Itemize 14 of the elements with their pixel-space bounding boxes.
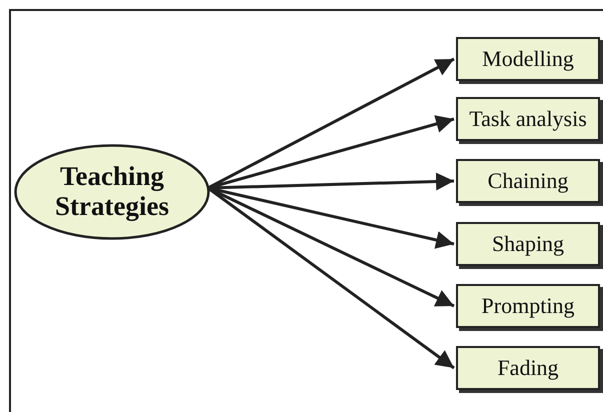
node-label: Task analysis — [469, 106, 587, 132]
strategy-box — [456, 159, 600, 203]
node-label: Fading — [497, 355, 559, 381]
strategy-box — [456, 284, 600, 328]
strategy-box — [456, 37, 600, 81]
strategy-box — [456, 346, 600, 390]
node-label: Prompting — [482, 293, 574, 319]
strategy-box — [456, 222, 600, 266]
node-label: Teaching Strategies — [54, 162, 170, 222]
node-label: Chaining — [488, 168, 568, 194]
strategy-ellipse — [14, 144, 210, 240]
node-label: Modelling — [482, 46, 574, 72]
strategy-box — [456, 97, 600, 141]
node-label: Shaping — [492, 231, 564, 257]
